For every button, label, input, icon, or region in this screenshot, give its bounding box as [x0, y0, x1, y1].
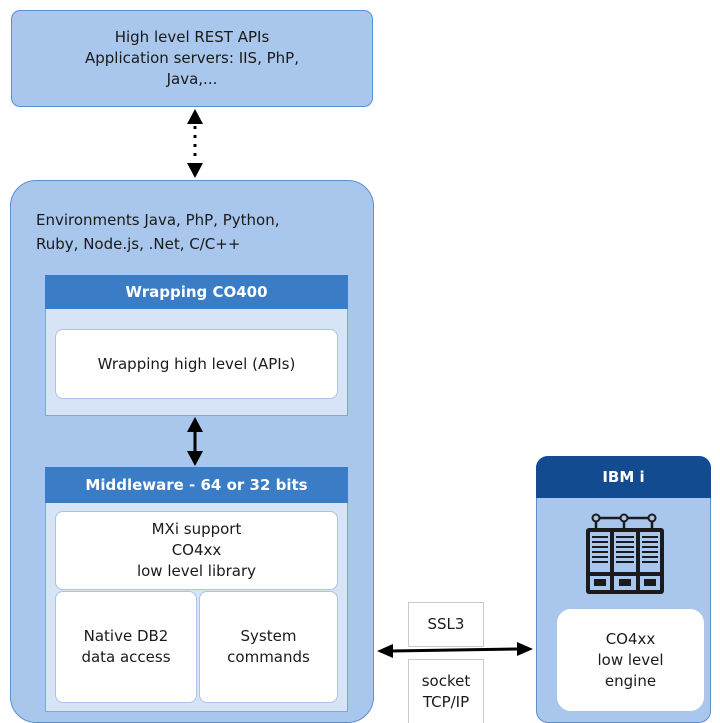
middleware-header: Middleware - 64 or 32 bits: [45, 467, 348, 503]
system-commands-text: System commands: [227, 627, 310, 666]
wrapping-title: Wrapping CO400: [125, 283, 268, 301]
mxi-support-box: MXi support CO4xx low level library: [55, 511, 338, 590]
rest-api-text: High level REST APIs Application servers…: [85, 28, 299, 88]
horizontal-arrow-icon: [377, 642, 533, 658]
socket-label: socket TCP/IP: [408, 659, 484, 723]
engine-text: CO4xx low level engine: [597, 629, 664, 690]
ibm-i-title: IBM i: [602, 468, 645, 486]
server-icon: [586, 513, 664, 594]
mxi-support-text: MXi support CO4xx low level library: [136, 520, 257, 580]
ssl3-text: SSL3: [427, 615, 465, 633]
system-commands-box: System commands: [199, 591, 338, 703]
double-arrow-icon: [187, 417, 203, 466]
wrapping-header: Wrapping CO400: [45, 275, 348, 309]
native-db2-box: Native DB2 data access: [55, 591, 197, 703]
wrapping-apis-text: Wrapping high level (APIs): [97, 354, 296, 373]
ibm-i-header: IBM i: [536, 456, 711, 498]
socket-text: socket TCP/IP: [421, 671, 471, 711]
middleware-title: Middleware - 64 or 32 bits: [85, 476, 308, 494]
native-db2-text: Native DB2 data access: [81, 627, 171, 666]
rest-api-box: High level REST APIs Application servers…: [11, 10, 373, 107]
environments-text: Environments Java, PhP, Python, Ruby, No…: [36, 211, 280, 253]
ssl3-label: SSL3: [408, 602, 484, 647]
wrapping-apis-box: Wrapping high level (APIs): [55, 329, 338, 399]
engine-box: CO4xx low level engine: [557, 609, 704, 711]
dotted-arrow-icon: [187, 109, 203, 178]
